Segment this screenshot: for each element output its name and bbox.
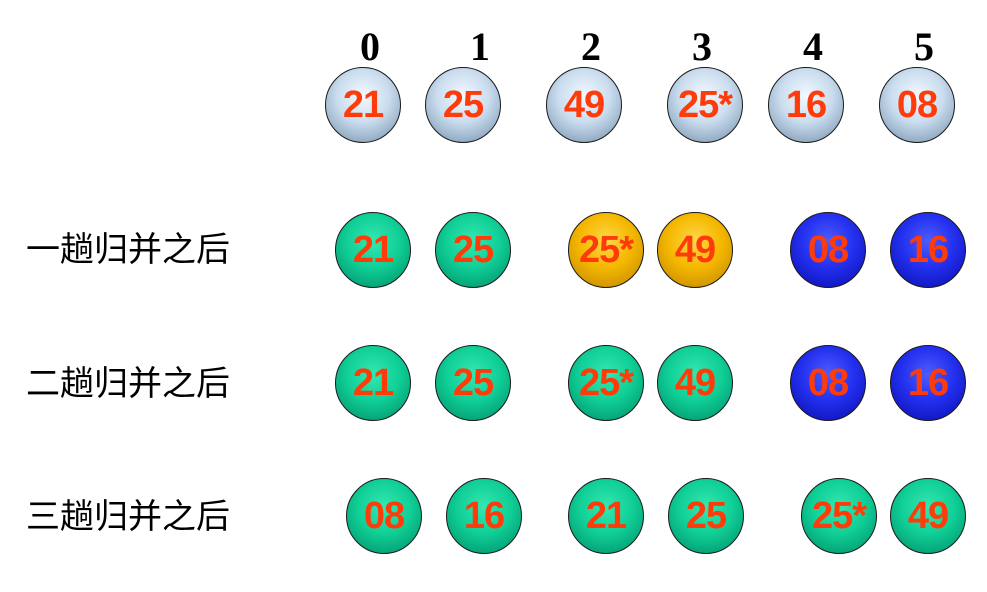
pass-1-ball: 49: [657, 212, 733, 288]
pass-1-ball: 16: [890, 212, 966, 288]
index-label: 5: [914, 24, 934, 69]
pass-2-ball: 08: [790, 345, 866, 421]
initial-ball: 49: [546, 67, 622, 143]
initial-ball: 21: [325, 67, 401, 143]
index-label: 2: [581, 24, 601, 69]
pass-2-label: 二趟归并之后: [26, 364, 230, 404]
initial-ball: 16: [768, 67, 844, 143]
pass-2-ball: 16: [890, 345, 966, 421]
pass-1-ball: 25*: [568, 212, 644, 288]
pass-1-label: 一趟归并之后: [26, 230, 230, 270]
pass-2-ball: 25*: [568, 345, 644, 421]
pass-3-ball: 25: [668, 478, 744, 554]
pass-3-label: 三趟归并之后: [26, 497, 230, 537]
pass-3-ball: 08: [346, 478, 422, 554]
initial-ball: 25: [425, 67, 501, 143]
pass-2-ball: 25: [435, 345, 511, 421]
pass-1-ball: 21: [335, 212, 411, 288]
pass-2-ball: 21: [335, 345, 411, 421]
index-label: 1: [470, 24, 490, 69]
pass-2-ball: 49: [657, 345, 733, 421]
index-label: 0: [360, 24, 380, 69]
pass-3-ball: 49: [890, 478, 966, 554]
pass-3-ball: 16: [446, 478, 522, 554]
initial-ball: 25*: [667, 67, 743, 143]
pass-1-ball: 08: [790, 212, 866, 288]
index-label: 3: [692, 24, 712, 69]
pass-3-ball: 21: [568, 478, 644, 554]
pass-1-ball: 25: [435, 212, 511, 288]
index-label: 4: [803, 24, 823, 69]
initial-ball: 08: [879, 67, 955, 143]
pass-3-ball: 25*: [801, 478, 877, 554]
